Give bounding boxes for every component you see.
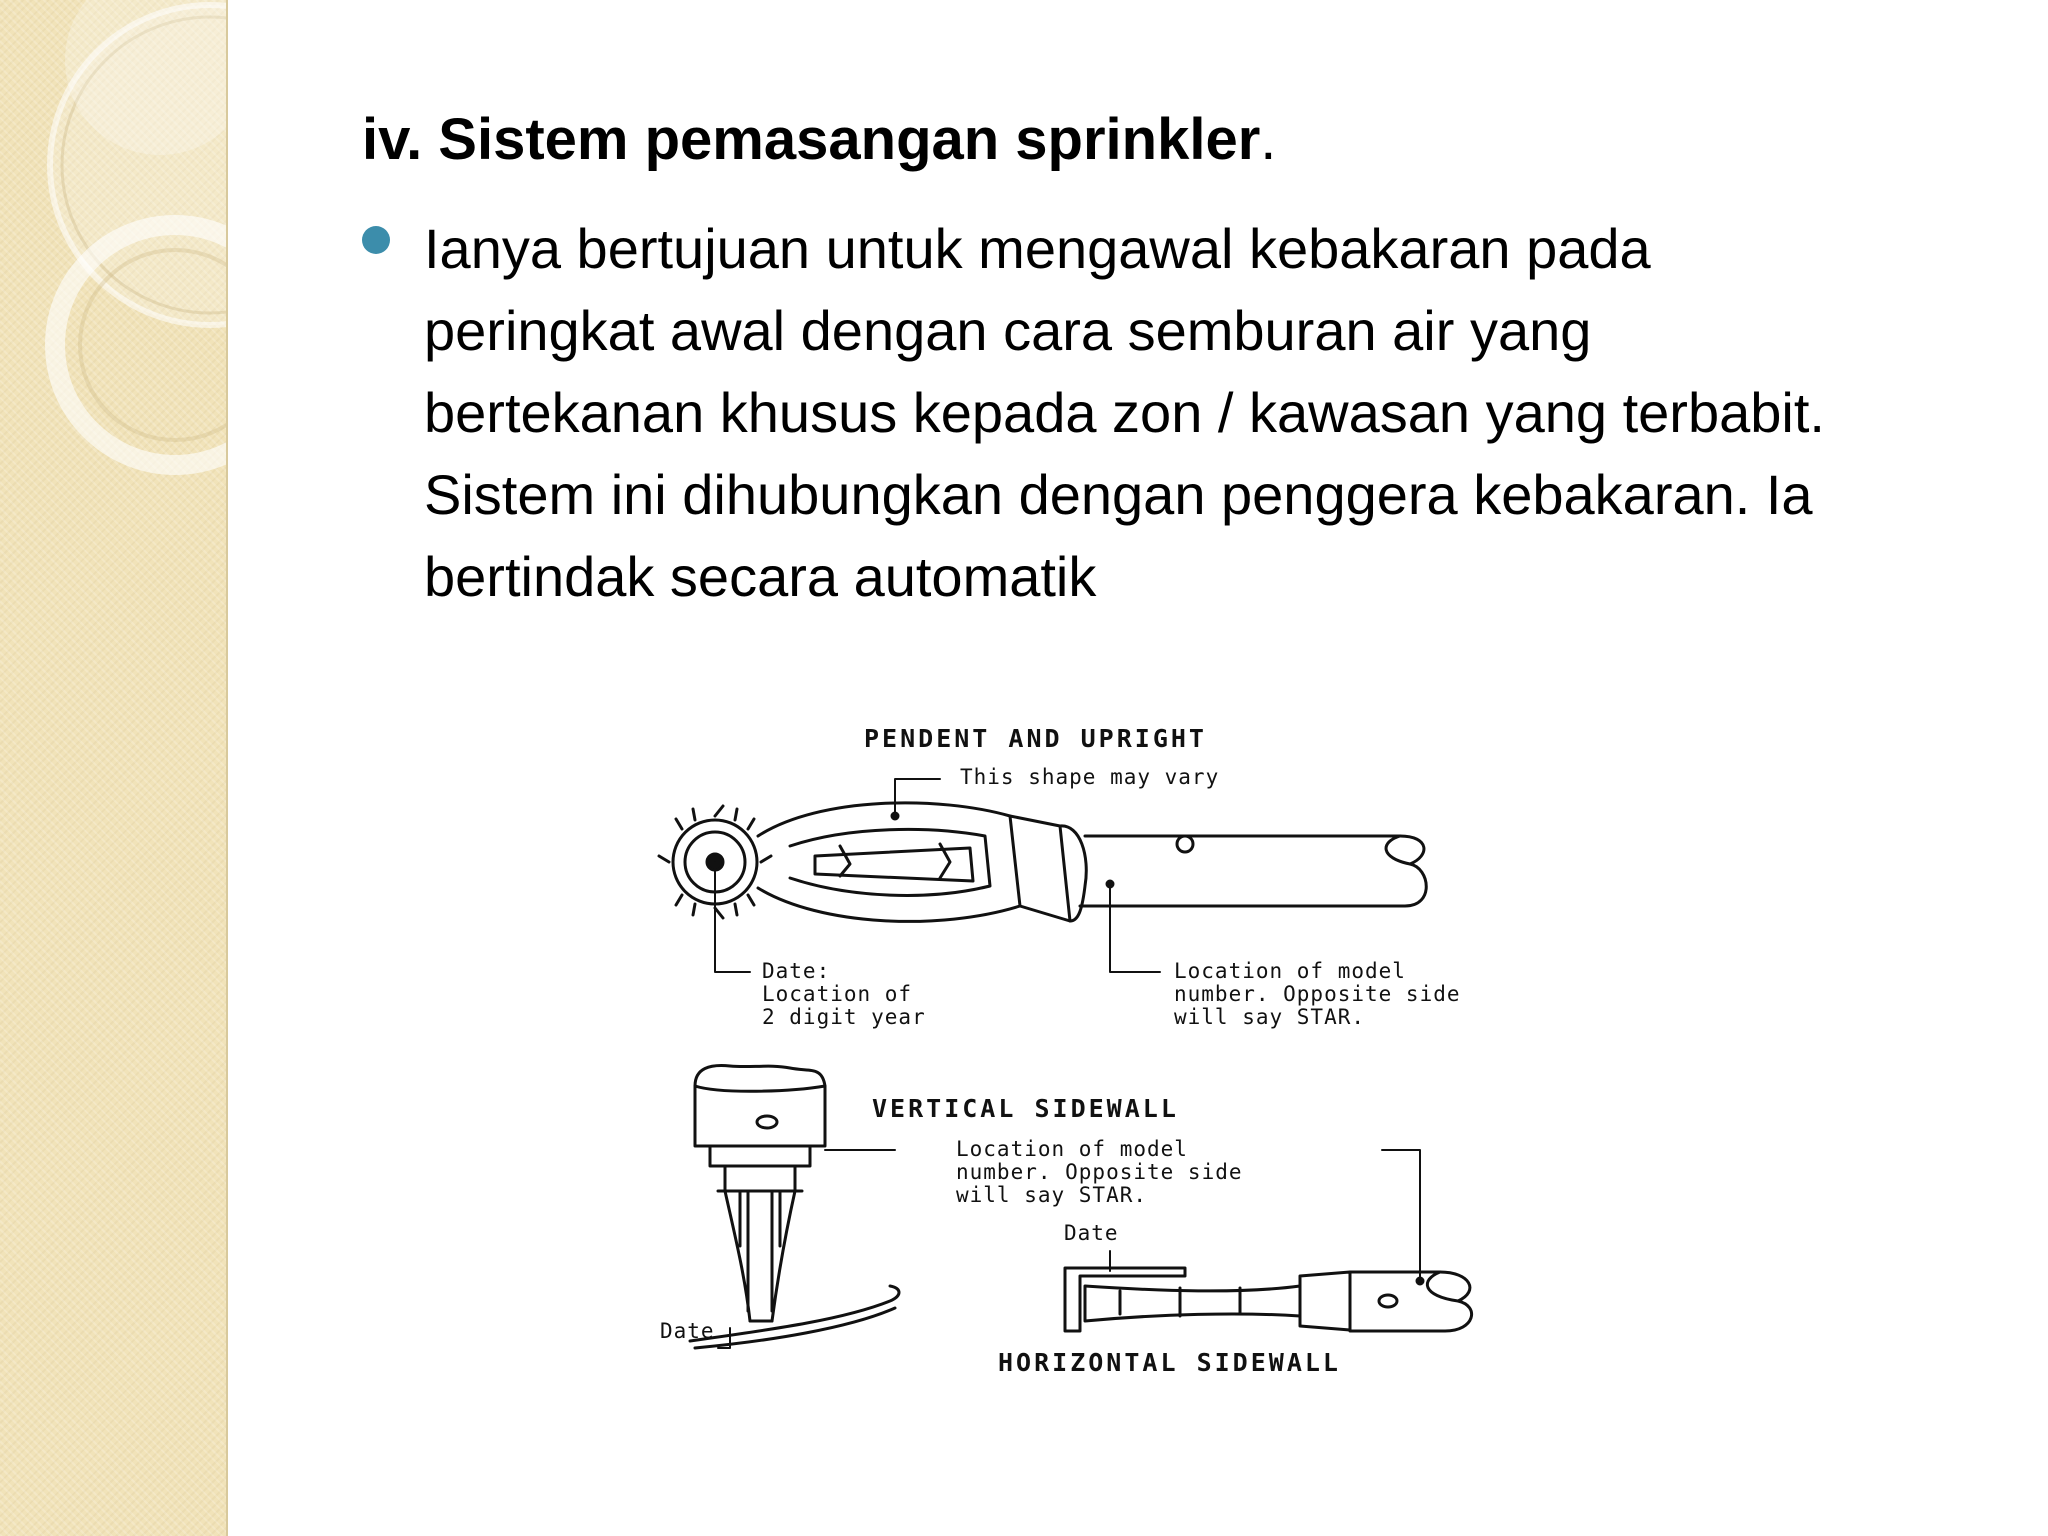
- date-label-vertical: Date: [660, 1319, 715, 1343]
- bullet-line: bertekanan khusus kepada zon / kawasan y…: [424, 381, 1825, 444]
- date-location-note: Date: Location of 2 digit year: [762, 959, 926, 1029]
- vertical-sidewall-icon: [688, 1064, 901, 1350]
- leader-line: [717, 1327, 731, 1349]
- leader-line: [1381, 1149, 1421, 1282]
- decorative-rings: [45, 0, 228, 475]
- decorative-side-panel: [0, 0, 228, 1536]
- leader-point: [1105, 879, 1115, 889]
- bullet-line: Sistem ini dihubungkan dengan penggera k…: [424, 463, 1813, 526]
- shape-note: This shape may vary: [960, 765, 1220, 789]
- bullet-line: peringkat awal dengan cara semburan air …: [424, 299, 1592, 362]
- model-number-note-top: Location of model number. Opposite side …: [1174, 959, 1461, 1029]
- leader-point: [1415, 1276, 1425, 1286]
- model-number-note-bottom: Location of model number. Opposite side …: [956, 1137, 1243, 1207]
- leader-line: [714, 861, 751, 973]
- sprinkler-diagram: PENDENT AND UPRIGHT This shape may vary …: [640, 716, 1620, 1386]
- vertical-sidewall-heading: VERTICAL SIDEWALL: [872, 1094, 1179, 1123]
- sprinkler-frame-icon: [756, 801, 1088, 923]
- leader-line: [1109, 883, 1161, 973]
- slide-title-period: .: [1260, 107, 1277, 172]
- slide-title-text: iv. Sistem pemasangan sprinkler: [362, 107, 1261, 172]
- horizontal-sidewall-icon: [1063, 1266, 1474, 1333]
- bullet-dot-icon: [362, 226, 390, 254]
- leader-point: [890, 811, 900, 821]
- bullet-text: Ianya bertujuan untuk mengawal kebakaran…: [424, 208, 2014, 618]
- pipe-icon: [1078, 834, 1428, 908]
- horizontal-sidewall-heading: HORIZONTAL SIDEWALL: [998, 1348, 1341, 1377]
- bullet-line: Ianya bertujuan untuk mengawal kebakaran…: [424, 217, 1651, 280]
- bullet-line: bertindak secara automatik: [424, 545, 1097, 608]
- date-label-horizontal: Date: [1064, 1221, 1119, 1245]
- pendent-upright-heading: PENDENT AND UPRIGHT: [864, 724, 1207, 753]
- leader-line: [894, 778, 941, 817]
- sprinkler-line-drawing: [657, 778, 1474, 1350]
- slide-title: iv. Sistem pemasangan sprinkler.: [362, 104, 1276, 176]
